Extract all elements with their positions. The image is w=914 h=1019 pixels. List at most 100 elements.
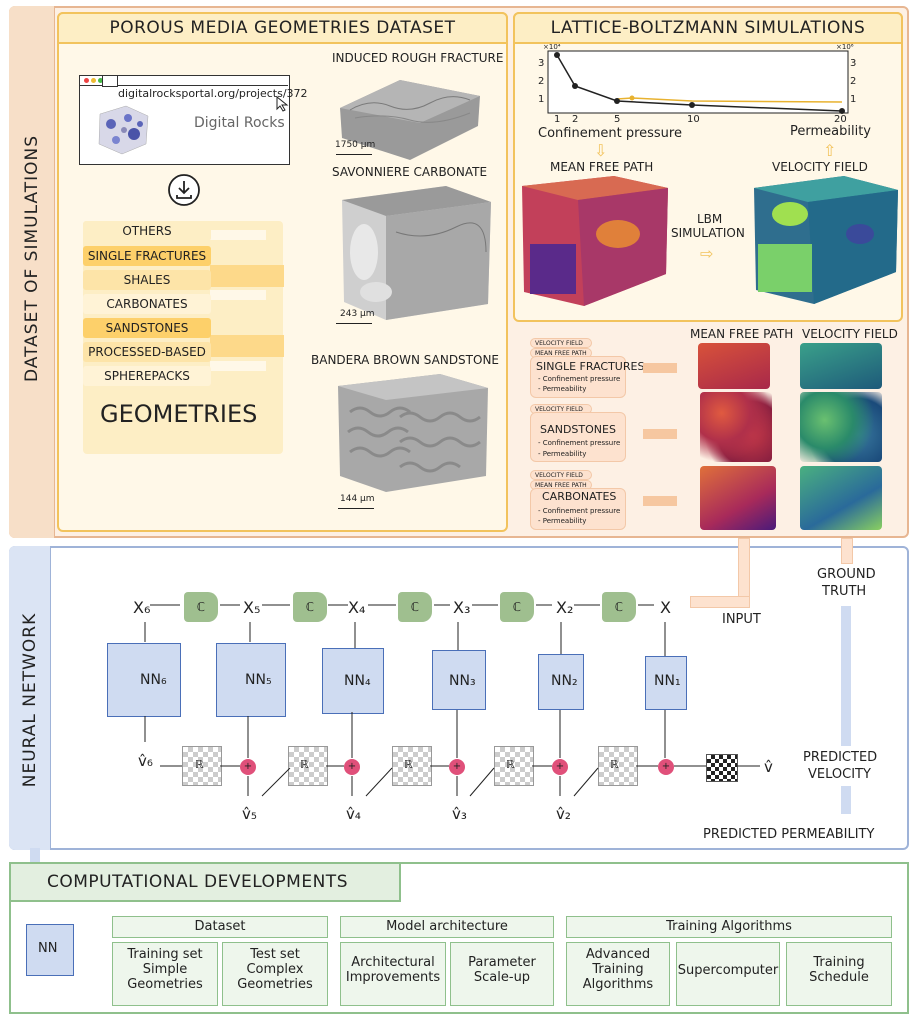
category-spherepacks[interactable]: SPHEREPACKS [83,366,211,386]
chart-left-exponent: ×10⁴ [543,43,561,51]
final-output-block [706,754,738,782]
card1-line1: - Confinement pressure [538,375,621,383]
nn-block-6 [107,643,181,717]
card-carbonates[interactable] [530,488,626,530]
output-v: v̂ [764,758,773,776]
card3-name: CARBONATES [542,490,617,503]
card-single-fractures[interactable] [530,356,626,398]
simulations-side-bar [9,6,55,538]
scale-fracture: 1750 μm [335,140,376,150]
category-processed-based[interactable]: PROCESSED-BASED [83,342,211,362]
minimize-dot-icon [91,78,96,83]
input-x2: X₂ [556,598,574,617]
compare-arrow [841,606,851,746]
refine-label-2: ℝ [610,758,619,771]
supercomputer-line1: Supercomputer [677,963,779,978]
example-arrow-1 [643,363,677,373]
compress-block-3: ℂ [398,592,432,622]
item-advanced-training[interactable]: Advanced Training Algorithms [566,942,670,1006]
chart-left-tick-1: 1 [538,94,545,105]
lbm-mean-free-path-label: MEAN FREE PATH [550,160,654,174]
category-others[interactable]: OTHERS [83,221,211,241]
card2-name: SANDSTONES [540,423,616,436]
advanced-line2: Training [592,962,644,977]
group-training-title: Training Algorithms [566,916,892,938]
examples-velocity-field-header: VELOCITY FIELD [802,327,898,341]
output-v4: v̂₄ [346,805,361,823]
card-sandstones[interactable] [530,412,626,462]
item-architectural-improvements[interactable]: Architectural Improvements [340,942,446,1006]
neural-network-side-bar [9,546,51,850]
refine-block-4 [392,746,432,786]
training-set-line1: Training set [127,947,203,962]
chart-left-tick-3: 3 [538,58,545,69]
refine-label-5: ℝ [300,758,309,771]
sample-name-fracture: INDUCED ROUGH FRACTURE [332,51,504,65]
category-shales[interactable]: SHALES [83,270,211,290]
add-node-2: + [658,759,674,775]
card1-name: SINGLE FRACTURES [536,360,645,373]
parameter-line1: Parameter [468,955,536,970]
compress-block-2: ℂ [500,592,534,622]
computational-title: COMPUTATIONAL DEVELOPMENTS [9,862,401,902]
parameter-line2: Scale-up [473,970,531,985]
fracture-vf-image [800,343,882,389]
card3-tab-velocity: VELOCITY FIELD [530,470,592,480]
output-v6: v̂₆ [138,752,153,770]
test-set-line1: Test set [250,947,300,962]
nn-label-5: NN₅ [245,672,272,688]
nn-label-1: NN₁ [654,673,681,689]
predicted-permeability-label: PREDICTED PERMEABILITY [703,827,875,842]
nn-block-4 [322,648,384,714]
close-dot-icon [84,78,89,83]
browser-window: digitalrocksportal.org/projects/372 Digi… [79,75,308,165]
input-label: INPUT [722,612,761,627]
arrow-up-icon: ⇧ [823,141,837,160]
category-sandstones[interactable]: SANDSTONES [83,318,211,338]
scale-carbonate: 243 μm [340,309,375,319]
card1-line2: - Permeability [538,385,587,393]
nn-block-3 [432,650,486,710]
item-parameter-scale-up[interactable]: Parameter Scale-up [450,942,554,1006]
nn-label-2: NN₂ [551,673,578,689]
advanced-line3: Algorithms [582,977,654,992]
refine-label-4: ℝ [404,758,413,771]
test-set-line3: Geometries [237,977,313,992]
output-v5: v̂₅ [242,805,257,823]
fracture-mfp-image [698,343,770,389]
browser-url[interactable]: digitalrocksportal.org/projects/372 [118,87,308,100]
compress-block-4: ℂ [293,592,327,622]
predicted-velocity-line2: VELOCITY [808,767,871,782]
training-set-line3: Geometries [127,977,203,992]
category-single-fractures[interactable]: SINGLE FRACTURES [83,246,211,266]
chart-right-tick-3: 3 [850,58,857,69]
fracture-render-image [340,80,480,160]
chart-right-tick-2: 2 [850,76,857,87]
refine-block-2 [598,746,638,786]
item-test-set[interactable]: Test set Complex Geometries [222,942,328,1006]
sample-name-carbonate: SAVONNIERE CARBONATE [332,165,488,179]
browser-tab [102,75,118,87]
architectural-line2: Improvements [345,970,441,985]
refine-block-5 [288,746,328,786]
lbm-title: LATTICE-BOLTZMANN SIMULATIONS [513,12,903,44]
chart-right-tick-1: 1 [850,94,857,105]
item-training-set[interactable]: Training set Simple Geometries [112,942,218,1006]
cursor-icon [276,96,289,112]
item-training-schedule[interactable]: Training Schedule [786,942,892,1006]
scale-sandstone: 144 μm [340,494,375,504]
category-carbonates[interactable]: CARBONATES [83,294,211,314]
digital-rocks-logo-icon [98,105,149,155]
sandstone-render-image [338,374,488,492]
lbm-velocity-field-label: VELOCITY FIELD [772,160,868,174]
chart-y-label: Permeability [790,124,871,139]
nn-label-6: NN₆ [140,672,167,688]
neural-network-side-label: NEURAL NETWORK [20,612,40,788]
card2-line2: - Permeability [538,450,587,458]
chart-left-tick-2: 2 [538,76,545,87]
item-supercomputer[interactable]: Supercomputer [676,942,780,1006]
download-icon [168,174,200,206]
card3-line2: - Permeability [538,517,587,525]
chart-x-tick-2: 2 [572,114,579,125]
chart-x-tick-20: 20 [834,114,847,125]
